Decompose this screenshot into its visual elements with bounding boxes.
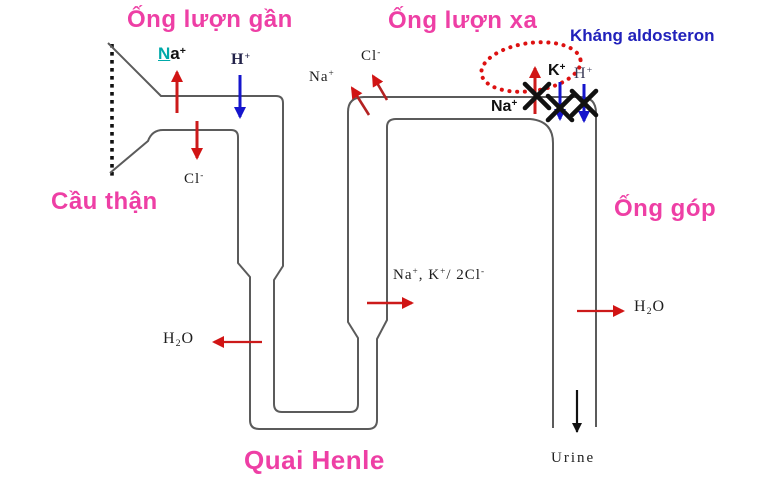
ion-label-na-proximal: Na+ [158,44,186,63]
tubule-wall-lower [109,118,554,430]
x-mark-icon [569,88,599,118]
ion-label-h-proximal: H+ [231,51,252,68]
ion-label-cl-ascending: Cl- [361,48,382,64]
label-h2o-right: H2O [634,298,666,317]
ion-label-nkcc-cotransporter: Na+, K+/ 2Cl- [393,267,486,283]
ascending-na-arrow-icon [350,86,371,116]
ascending-cl-arrow-icon [371,74,389,101]
label-collecting-duct: Ống góp [614,195,717,222]
label-anti-aldosterone: Kháng aldosteron [570,26,715,45]
label-loop-of-henle: Quai Henle [244,445,385,475]
ion-label-na-ascending: Na+ [309,69,335,85]
blocked-transport-marks [522,81,599,123]
label-distal-tubule: Ống lượn xa [388,7,538,34]
label-h2o-left: H2O [163,330,195,349]
transport-arrows [171,66,625,433]
ion-label-h-distal: H+ [574,65,594,82]
label-urine: Urine [551,450,596,466]
x-mark-icon [545,93,575,123]
label-proximal-tubule: Ống lượn gần [127,6,293,33]
tubule-wall-upper [107,42,597,427]
label-glomerulus: Cầu thận [51,188,158,215]
ion-label-na-distal: Na+ [491,98,518,115]
x-mark-icon [522,81,552,111]
ion-label-k-distal: K+ [548,62,566,79]
highlighted-n: N [158,44,171,63]
ion-label-cl-proximal: Cl- [184,171,205,187]
